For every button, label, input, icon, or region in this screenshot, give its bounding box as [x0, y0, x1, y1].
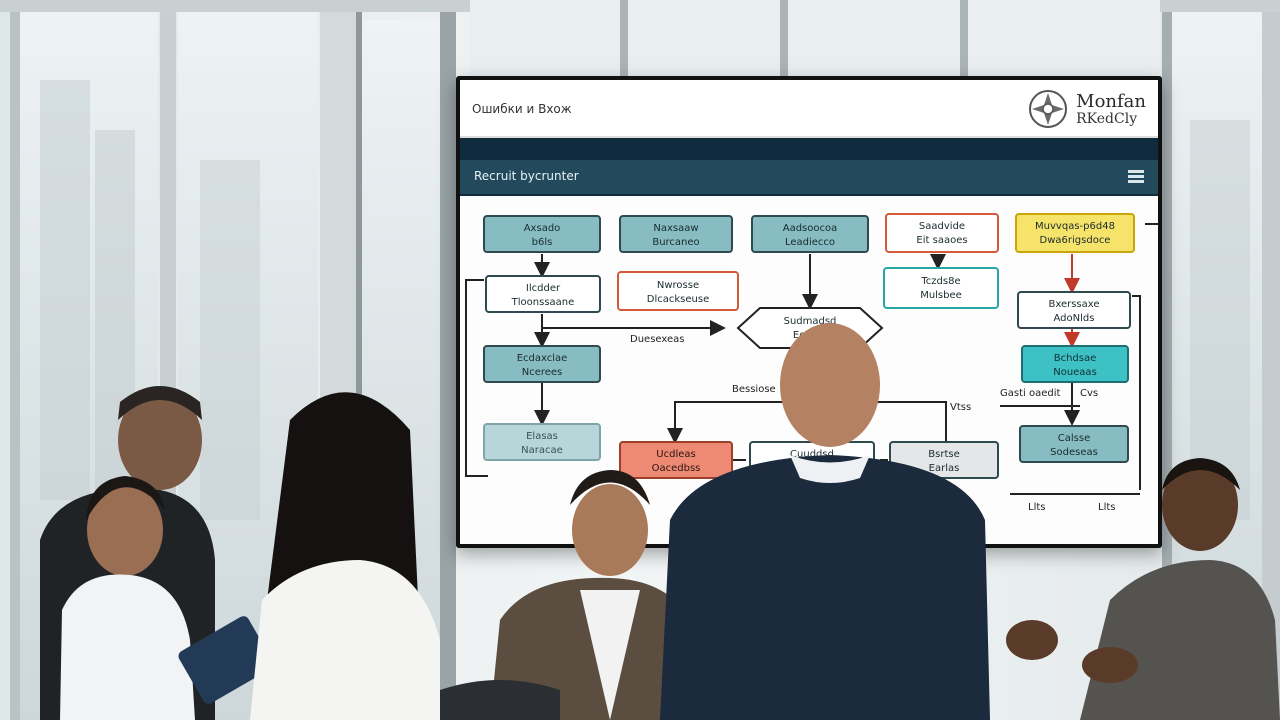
- grid-icon: [1128, 170, 1144, 183]
- edge-label: Cvs: [1080, 388, 1098, 399]
- flowchart-node: Muvvqas-p6d48 Dwa6rigsdoce: [1015, 213, 1135, 253]
- flowchart-node: Calsse Sodeseas: [1019, 425, 1129, 463]
- svg-text:Naxsaaw: Naxsaaw: [653, 223, 698, 234]
- svg-text:Saadvide: Saadvide: [919, 221, 965, 232]
- svg-text:Bsrtse: Bsrtse: [928, 449, 959, 460]
- screen-content: Ошибки и Вхож Monfan RKedCly Recruit byc…: [460, 80, 1158, 544]
- flowchart-node: Naxsaaw Burcaneo: [619, 215, 733, 253]
- svg-text:Burcaneo: Burcaneo: [652, 237, 699, 248]
- logo-name: Monfan: [1076, 90, 1146, 112]
- svg-text:Dlcackseuse: Dlcackseuse: [647, 294, 709, 305]
- edge-label: Llts: [1028, 502, 1045, 513]
- svg-text:Naracae: Naracae: [521, 445, 563, 456]
- svg-text:Ncerees: Ncerees: [522, 367, 563, 378]
- diagram-header-label: Recruit bycrunter: [474, 169, 579, 183]
- flowchart-node: Ecdaxclae Ncerees: [483, 345, 601, 383]
- flowchart: Axsado b6ls Naxsaaw Burcaneo Aadsoocoa L…: [465, 213, 1158, 513]
- svg-text:AdoNlds: AdoNlds: [1054, 313, 1095, 324]
- svg-text:Tczds8e: Tczds8e: [920, 276, 960, 287]
- flowchart-node: Axsado b6ls: [483, 215, 601, 253]
- svg-text:Oacedbss: Oacedbss: [652, 463, 701, 474]
- window-pane: [360, 20, 440, 720]
- flowchart-node: Ucdleas Oacedbss: [619, 441, 733, 479]
- screen-title: Ошибки и Вхож: [472, 102, 572, 116]
- logo-subtitle: RKedCly: [1076, 110, 1138, 127]
- svg-text:Nwrosse: Nwrosse: [657, 280, 699, 291]
- svg-text:Sodeseas: Sodeseas: [1050, 447, 1098, 458]
- flowchart-decision: Sudmadsd Eoarsd: [736, 307, 884, 349]
- edge-label: Vtss: [950, 402, 971, 413]
- screen-topbar: Ошибки и Вхож Monfan RKedCly: [460, 80, 1158, 138]
- flowchart-node: Bchdsae Noueaas: [1021, 345, 1129, 383]
- logo-mark-icon: [1029, 90, 1068, 128]
- svg-text:Noueaas: Noueaas: [1053, 367, 1097, 378]
- flowchart-node: Bsrtse Earlas: [889, 441, 999, 479]
- flowchart-node: Ilcdder Tloonssaane: [485, 275, 601, 313]
- svg-text:Dwa6rigsdoce: Dwa6rigsdoce: [1040, 235, 1111, 246]
- svg-text:Calsse: Calsse: [1058, 433, 1090, 444]
- svg-text:Earlas: Earlas: [929, 463, 960, 474]
- diagram-header-bar: Recruit bycrunter: [460, 160, 1158, 194]
- svg-text:Leadiecco: Leadiecco: [785, 237, 835, 248]
- svg-text:Elasas: Elasas: [526, 431, 558, 442]
- svg-text:Muvvqas-p6d48: Muvvqas-p6d48: [1035, 221, 1115, 232]
- svg-text:Eoarsd: Eoarsd: [793, 330, 827, 341]
- svg-text:Ilcdder: Ilcdder: [526, 283, 561, 294]
- svg-text:Aadsoocoa: Aadsoocoa: [783, 223, 838, 234]
- flowchart-node: Nwrosse Dlcackseuse: [617, 271, 739, 311]
- flowchart-node: Aadsoocoa Leadiecco: [751, 215, 869, 253]
- edge-label: Bessiose: [732, 384, 776, 395]
- flowchart-node: Saadvide Eit saaoes: [885, 213, 999, 253]
- flowchart-node: Cuuddsd Rolecess: [749, 441, 875, 479]
- flowchart-node: Tczds8e Mulsbee: [883, 267, 999, 309]
- edge-label: Duesexeas: [630, 334, 684, 345]
- svg-text:Axsado: Axsado: [524, 223, 561, 234]
- svg-text:Cuuddsd: Cuuddsd: [790, 449, 834, 460]
- svg-text:Eit saaoes: Eit saaoes: [916, 235, 967, 246]
- svg-text:b6ls: b6ls: [532, 237, 553, 248]
- svg-text:Ucdleas: Ucdleas: [656, 449, 695, 460]
- svg-text:Tloonssaane: Tloonssaane: [511, 297, 575, 308]
- company-logo: Monfan RKedCly: [1026, 88, 1146, 130]
- svg-text:Rolecess: Rolecess: [790, 463, 834, 474]
- svg-text:Sudmadsd: Sudmadsd: [784, 316, 837, 327]
- svg-text:Mulsbee: Mulsbee: [920, 290, 962, 301]
- svg-text:Bxerssaxe: Bxerssaxe: [1048, 299, 1099, 310]
- presentation-screen: Ошибки и Вхож Monfan RKedCly Recruit byc…: [456, 76, 1162, 548]
- svg-text:Ecdaxclae: Ecdaxclae: [517, 353, 568, 364]
- edge-label: Llts: [1098, 502, 1115, 513]
- edge-label: Gasti oaedit: [1000, 388, 1060, 399]
- flowchart-node: Elasas Naracae: [483, 423, 601, 461]
- flowchart-node: Bxerssaxe AdoNlds: [1017, 291, 1131, 329]
- svg-text:Bchdsae: Bchdsae: [1054, 353, 1097, 364]
